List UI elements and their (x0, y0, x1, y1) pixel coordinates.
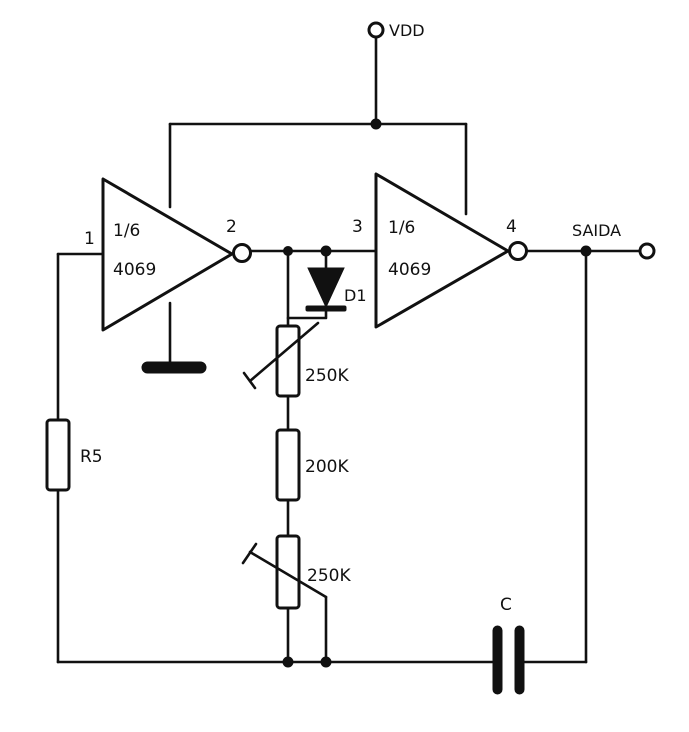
diode-d1 (305, 267, 347, 312)
trimmer-pot-bottom (241, 534, 328, 610)
capacitor-label: C (500, 595, 512, 615)
junctions (282, 118, 592, 668)
inverter-gate-2: 1/6 4069 (374, 172, 528, 329)
pin1-label: 1 (84, 229, 95, 249)
vdd-label: VDD (389, 21, 425, 40)
junction-dot (580, 245, 592, 257)
resistor-r5 (45, 418, 71, 492)
gate2-part: 4069 (388, 260, 431, 280)
pot-top-wiper (248, 321, 320, 383)
pot-bottom-wiper (248, 550, 328, 599)
junction-dot (320, 656, 332, 668)
pot-bottom-value: 250K (307, 566, 351, 586)
junction-dot (320, 245, 332, 257)
pot-bottom-body (275, 534, 301, 610)
pin2-label: 2 (226, 217, 237, 237)
output-label: SAIDA (572, 221, 621, 240)
gate1-fraction: 1/6 (113, 221, 140, 241)
diode-cathode-bar (305, 305, 347, 312)
capacitor-c (492, 625, 525, 695)
gate2-fraction: 1/6 (388, 218, 415, 238)
gate2-bubble (508, 241, 528, 261)
pot-bottom-wiper-tick (241, 542, 258, 565)
gate1-part: 4069 (113, 260, 156, 280)
r5-label: R5 (80, 447, 103, 467)
gate1-bubble (232, 243, 252, 263)
pin4-label: 4 (506, 217, 517, 237)
inverter-gate-1: 1/6 4069 (101, 177, 252, 332)
resistor-mid-value: 200K (305, 457, 349, 477)
pot-top-body (275, 324, 301, 398)
junction-dot (370, 118, 382, 130)
junction-dot (282, 656, 294, 668)
capacitor-plate-left (492, 625, 503, 695)
trimmer-pot-top (242, 321, 320, 398)
ground-symbol (141, 361, 207, 374)
pin3-label: 3 (352, 217, 363, 237)
junction-dot (283, 246, 293, 256)
vdd-terminal (367, 21, 385, 39)
pot-top-wiper-tick (242, 371, 257, 390)
gate1-triangle (101, 177, 234, 332)
diode-triangle (307, 267, 345, 309)
labels: VDD SAIDA 1 2 3 4 D1 R5 250K 200K 250K C (80, 21, 621, 615)
diode-cathode-wire (286, 307, 328, 320)
gate2-triangle (374, 172, 510, 329)
resistor-200k (275, 428, 301, 502)
output-terminal (638, 242, 656, 260)
d1-label: D1 (344, 286, 367, 305)
pot-top-value: 250K (305, 366, 349, 386)
capacitor-plate-right (514, 625, 525, 695)
